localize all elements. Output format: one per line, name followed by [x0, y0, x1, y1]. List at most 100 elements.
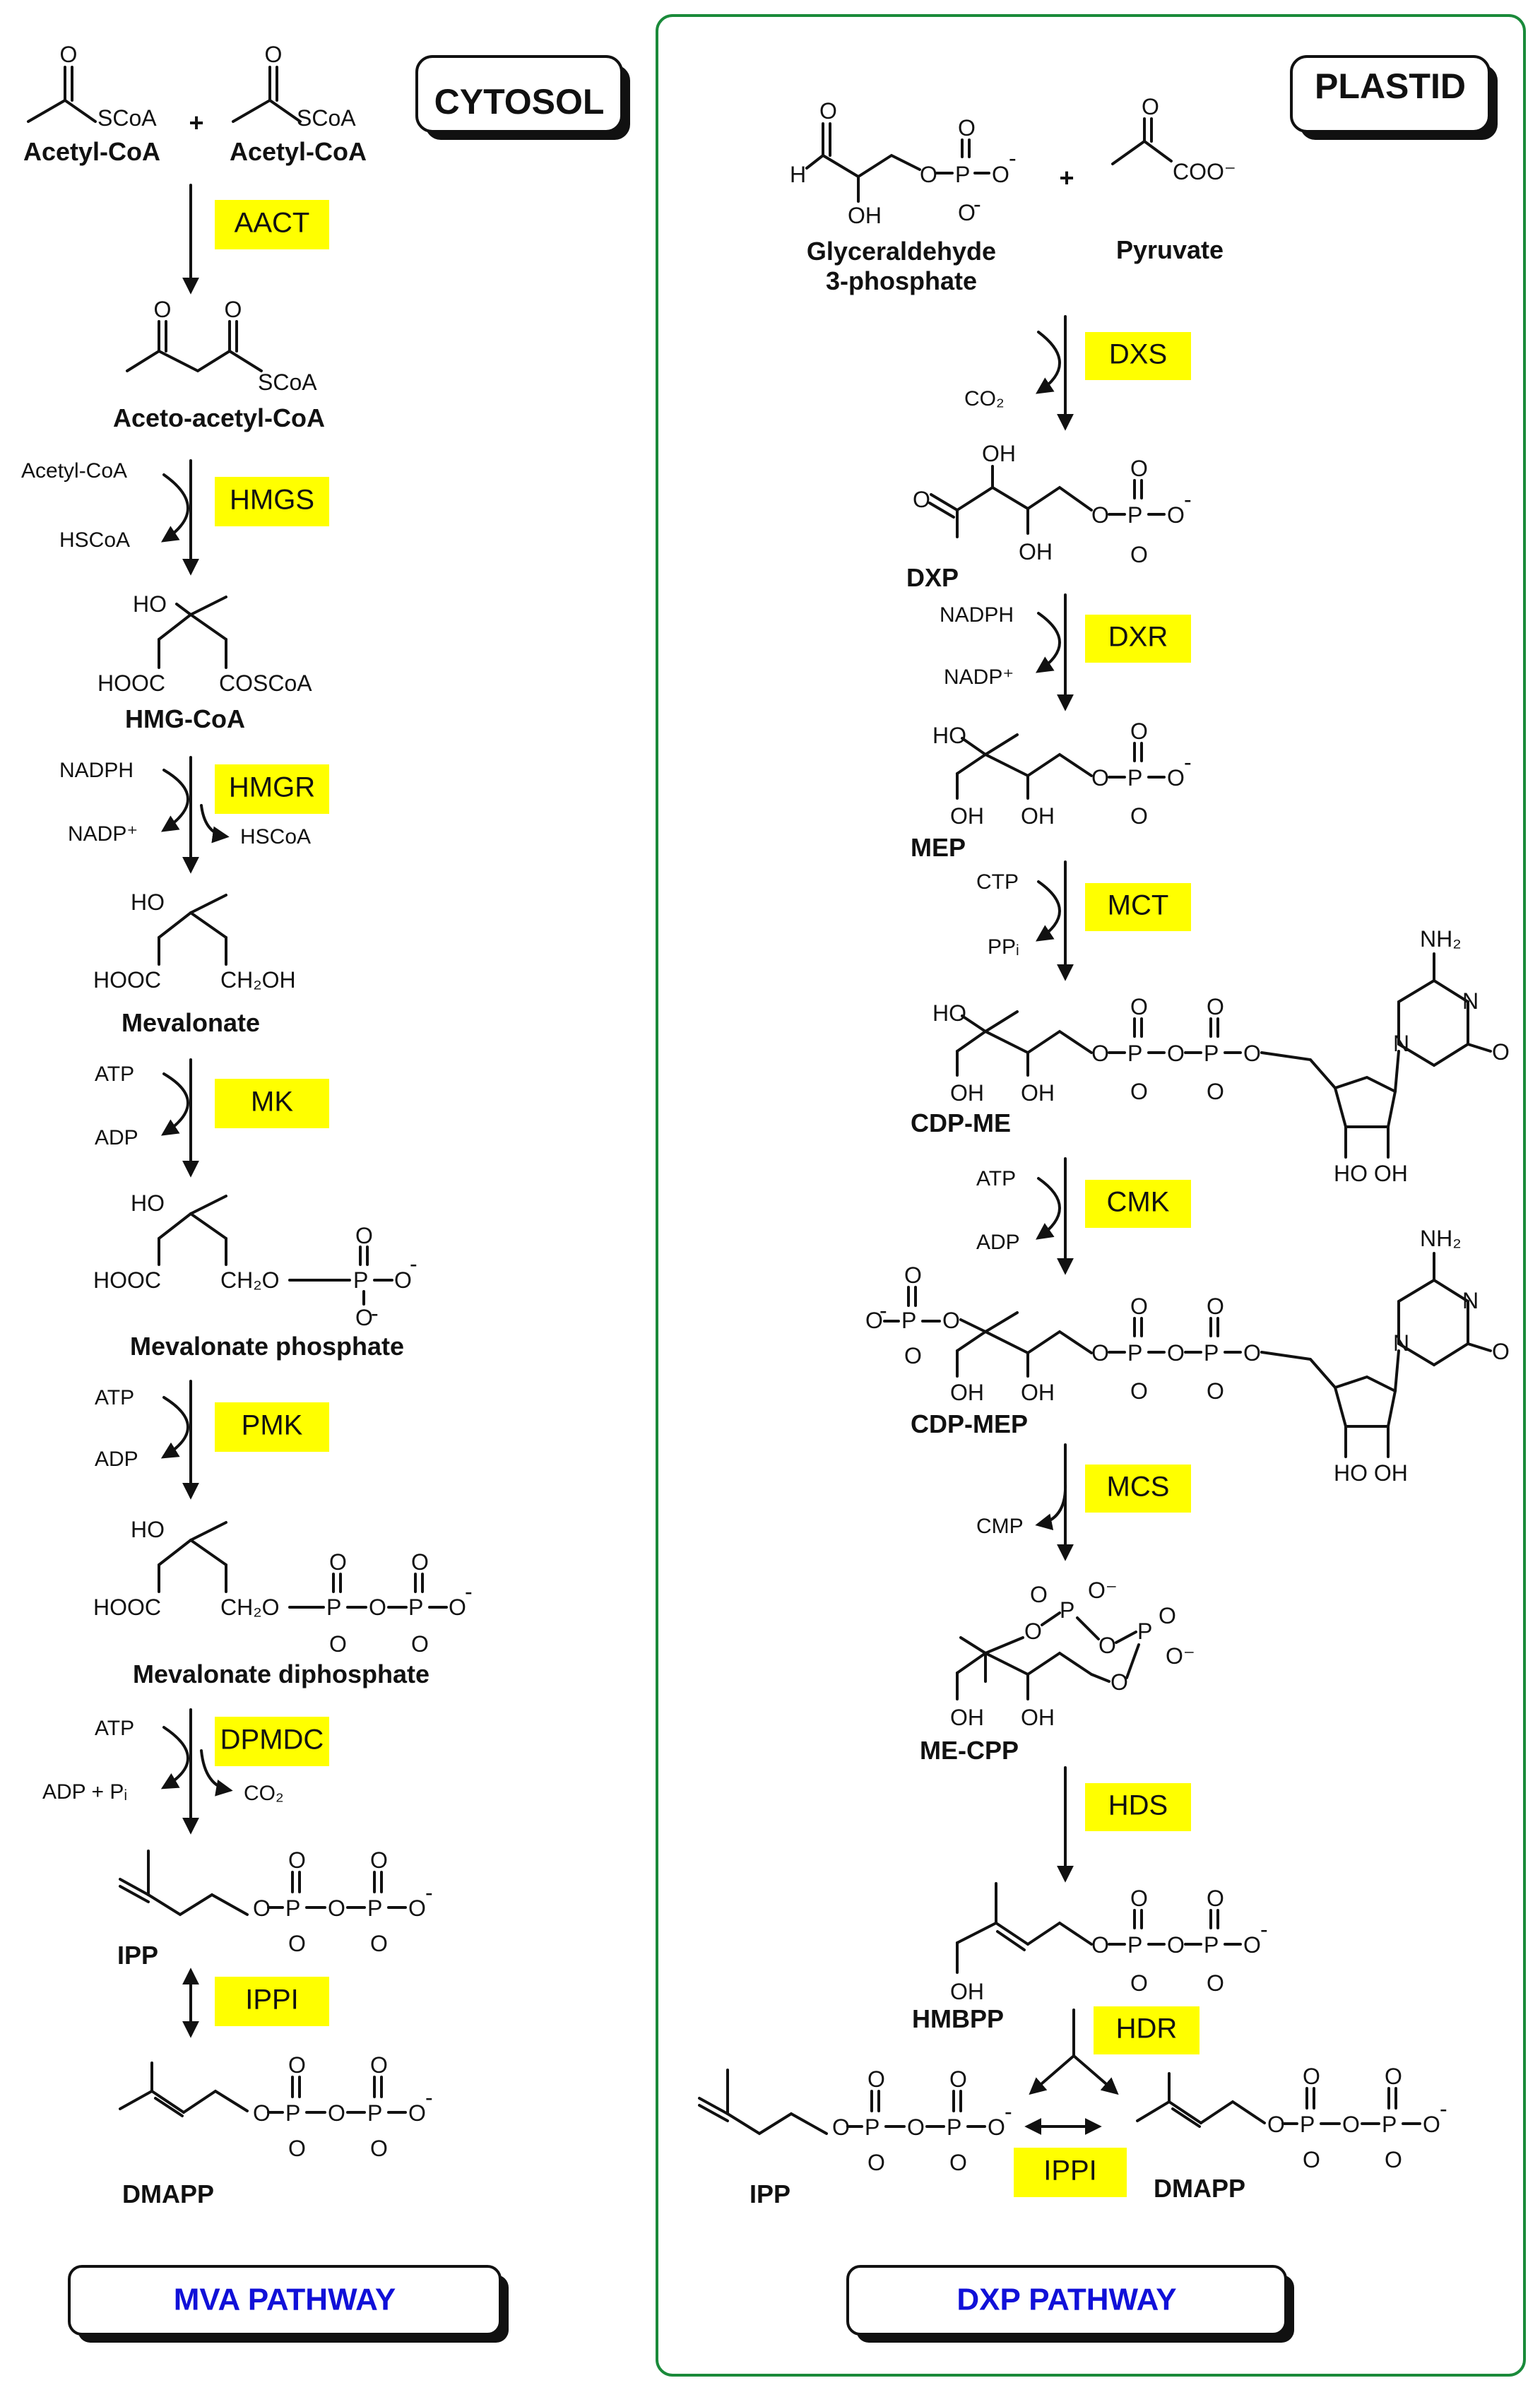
svg-text:-: - [1260, 1917, 1268, 1942]
plastid-label: PLASTID [1315, 66, 1466, 106]
dmapp-right-label: DMAPP [1154, 2174, 1245, 2203]
plastid-label-box: PLASTID [1290, 55, 1498, 140]
svg-text:HO: HO [131, 1190, 165, 1216]
svg-text:O: O [1167, 1041, 1185, 1066]
svg-text:P: P [285, 1895, 300, 1921]
cofactor-acetyl-coa: Acetyl-CoA [21, 459, 127, 483]
mevalonate-phosphate-structure: HO HOOC CH₂O P O O O - - [93, 1190, 417, 1330]
svg-text:HO: HO [131, 1517, 165, 1542]
cytosol-label: CYTOSOL [434, 82, 605, 122]
svg-text:HO OH: HO OH [1334, 1161, 1408, 1186]
svg-text:O: O [988, 2114, 1005, 2140]
svg-text:O: O [370, 2052, 388, 2078]
svg-text:O: O [1030, 1582, 1048, 1607]
svg-text:NH₂: NH₂ [1420, 926, 1462, 952]
svg-text:O: O [394, 1267, 412, 1293]
svg-text:O: O [867, 2066, 885, 2092]
svg-text:O: O [370, 2136, 388, 2161]
cofactor-ctp: CTP [976, 870, 1019, 894]
g3p-label-line1: Glyceraldehyde [807, 237, 996, 266]
svg-text:HO: HO [932, 723, 966, 748]
mva-pathway-box: MVA PATHWAY [68, 2265, 509, 2343]
svg-text:OH: OH [950, 1080, 984, 1106]
svg-text:CH₂O: CH₂O [220, 1595, 280, 1620]
cofactor-adp-2: ADP [95, 1448, 138, 1471]
svg-text:O: O [1423, 2112, 1440, 2137]
svg-text:O: O [1167, 765, 1185, 791]
acetyl-coa-2-label: Acetyl-CoA [230, 137, 367, 166]
svg-text:O: O [904, 1343, 922, 1368]
hmg-coa-structure: HO HOOC COSCoA [97, 591, 312, 696]
mevalonate-phosphate-label: Mevalonate phosphate [130, 1332, 404, 1361]
svg-text:O: O [1303, 2147, 1320, 2172]
mevalonate-label: Mevalonate [122, 1008, 260, 1037]
svg-text:O: O [60, 42, 78, 67]
hmbpp-label: HMBPP [912, 2004, 1004, 2033]
acetyl-coa-1-label: Acetyl-CoA [23, 137, 160, 166]
svg-text:SCoA: SCoA [97, 105, 157, 131]
svg-text:SCoA: SCoA [258, 369, 317, 395]
svg-text:-: - [1184, 750, 1192, 775]
svg-text:O: O [1385, 2064, 1402, 2089]
svg-text:O: O [1243, 1340, 1261, 1366]
svg-text:HOOC: HOOC [93, 967, 161, 993]
svg-text:O: O [329, 1631, 347, 1657]
svg-text:P: P [367, 2100, 382, 2126]
svg-text:O: O [920, 162, 937, 187]
svg-text:O: O [355, 1223, 373, 1248]
plus-left: + [189, 108, 203, 137]
svg-text:O: O [1130, 994, 1148, 1019]
svg-text:-: - [1009, 146, 1017, 171]
mva-pathway: O SCoA Acetyl-CoA + O SCoA Acetyl-CoA AA… [21, 42, 509, 2343]
svg-text:O: O [225, 297, 242, 322]
svg-text:OH: OH [950, 1979, 984, 2004]
dmapp-left-label: DMAPP [122, 2179, 214, 2208]
svg-text:HOOC: HOOC [93, 1267, 161, 1293]
dxp-pathway: H O OH O P O O O - - Glyceraldehyde 3-ph… [698, 94, 1510, 2343]
svg-text:O: O [1130, 1886, 1148, 1911]
svg-text:H: H [790, 162, 806, 187]
svg-text:OH: OH [950, 1380, 984, 1405]
svg-text:-: - [425, 1880, 433, 1905]
svg-text:P: P [1127, 1932, 1142, 1958]
svg-text:P: P [1204, 1041, 1219, 1066]
svg-text:P: P [1137, 1619, 1152, 1644]
cdp-mep-label: CDP-MEP [911, 1409, 1028, 1438]
g3p-label-line2: 3-phosphate [826, 266, 977, 295]
svg-text:O: O [958, 115, 976, 141]
cofactor-hscoa: HSCoA [59, 528, 130, 552]
dxp-structure: O OH OH O P O O O - [913, 441, 1192, 567]
svg-text:O: O [1342, 2112, 1360, 2137]
svg-text:HO: HO [133, 591, 167, 617]
svg-text:O: O [408, 1895, 426, 1921]
enzyme-hmgr: HMGR [229, 772, 315, 803]
svg-text:-: - [973, 191, 981, 217]
svg-text:O: O [288, 2136, 306, 2161]
svg-text:OH: OH [848, 203, 882, 228]
enzyme-mcs: MCS [1107, 1472, 1170, 1503]
cofactor-adp-pi: ADP + Pᵢ [42, 1780, 127, 1804]
svg-text:O: O [1207, 1970, 1224, 1996]
svg-text:P: P [285, 2100, 300, 2126]
svg-text:O: O [288, 2052, 306, 2078]
acetoacetyl-coa-label: Aceto-acetyl-CoA [113, 403, 325, 432]
svg-text:P: P [1204, 1340, 1219, 1366]
svg-text:O: O [913, 487, 930, 512]
svg-text:O: O [1159, 1603, 1176, 1628]
svg-text:CH₂OH: CH₂OH [220, 967, 296, 993]
enzyme-mk: MK [251, 1087, 293, 1118]
svg-text:OH: OH [1021, 1380, 1055, 1405]
mva-pathway-title: MVA PATHWAY [174, 2283, 396, 2317]
svg-text:P: P [1127, 1041, 1142, 1066]
ipp-left-label: IPP [117, 1941, 158, 1970]
svg-text:O: O [865, 1308, 883, 1333]
svg-text:O: O [265, 42, 283, 67]
svg-text:O: O [1130, 542, 1148, 567]
svg-text:HOOC: HOOC [97, 670, 165, 696]
svg-text:P: P [955, 162, 970, 187]
svg-text:O: O [411, 1549, 429, 1575]
svg-text:O⁻: O⁻ [1166, 1643, 1195, 1669]
svg-text:O: O [370, 1847, 388, 1873]
svg-text:OH: OH [950, 803, 984, 829]
svg-text:O: O [1492, 1039, 1510, 1065]
